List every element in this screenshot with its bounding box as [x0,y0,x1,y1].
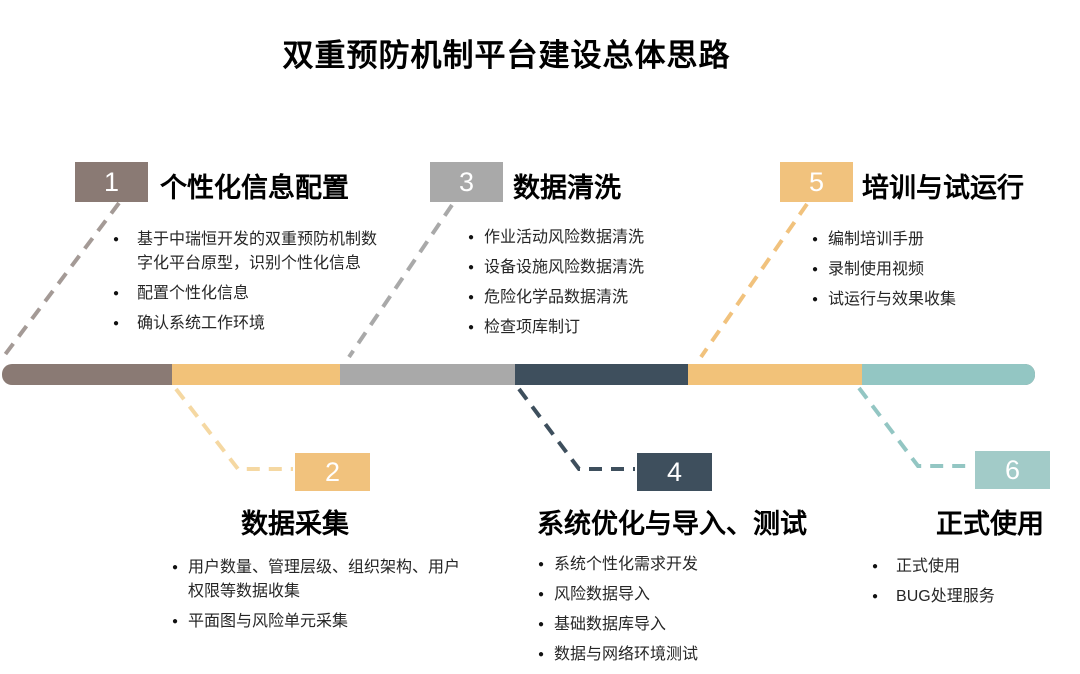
list-item: ●风险数据导入 [538,583,698,607]
list-item: ●用户数量、管理层级、组织架构、用户权限等数据收集 [172,556,470,604]
stage-6-title: 正式使用 [936,509,1044,539]
timeline-segment-6-square-cap [862,364,882,385]
bullet-icon: ● [113,288,120,299]
stage-1-title: 个性化信息配置 [160,173,349,203]
connector-stage4 [517,387,635,471]
stage-3-number: 3 [458,166,475,197]
list-item: ●编制培训手册 [812,228,956,252]
bullet-icon: ● [468,322,475,333]
list-item: ●BUG处理服务 [872,585,995,609]
list-item: ●危险化学品数据清洗 [468,286,644,310]
timeline-segment-2 [172,364,340,385]
stage-5-title: 培训与试运行 [862,173,1024,203]
list-item: ●平面图与风险单元采集 [172,610,470,634]
bullet-icon: ● [538,559,545,570]
list-item: ●系统个性化需求开发 [538,553,698,577]
bullet-icon: ● [538,649,545,660]
bullet-icon: ● [172,616,179,627]
stage-2-number: 2 [324,456,341,487]
timeline-segment-3 [340,364,515,385]
bullet-icon: ● [468,232,475,243]
bullet-icon: ● [812,294,819,305]
list-item: ●基础数据库导入 [538,613,698,637]
bullet-icon: ● [872,561,879,572]
stage-1-bullet-list: ●基于中瑞恒开发的双重预防机制数字化平台原型，识别个性化信息 ●配置个性化信息 … [113,228,392,342]
stage-6-bullet-list: ●正式使用 ●BUG处理服务 [872,555,995,615]
stage-2-number-box: 2 [295,453,370,491]
bullet-icon: ● [113,318,120,329]
stage-3-number-box: 3 [430,162,503,202]
stage-5-bullet-list: ●编制培训手册 ●录制使用视频 ●试运行与效果收集 [812,228,956,318]
bullet-icon: ● [538,589,545,600]
stage-5-number-box: 5 [780,162,853,202]
stage-3-bullet-list: ●作业活动风险数据清洗 ●设备设施风险数据清洗 ●危险化学品数据清洗 ●检查项库… [468,226,644,346]
list-item: ●设备设施风险数据清洗 [468,256,644,280]
timeline-segment-1 [2,364,1035,385]
timeline-segment-5 [688,364,862,385]
stage-6-number: 6 [1004,454,1021,485]
bullet-icon: ● [468,262,475,273]
connector-stage1 [2,201,121,358]
bullet-icon: ● [538,619,545,630]
timeline-segment-4 [515,364,688,385]
bullet-icon: ● [812,234,819,245]
bullet-icon: ● [812,264,819,275]
stage-5-number: 5 [808,166,825,197]
list-item: ●检查项库制订 [468,316,644,340]
stage-2-title: 数据采集 [241,509,349,539]
page-title: 双重预防机制平台建设总体思路 [282,38,731,73]
list-item: ●作业活动风险数据清洗 [468,226,644,250]
list-item: ●配置个性化信息 [113,282,392,306]
list-item: ●确认系统工作环境 [113,312,392,336]
list-item: ●试运行与效果收集 [812,288,956,312]
stage-1-number-box: 1 [75,162,148,202]
stage-4-bullet-list: ●系统个性化需求开发 ●风险数据导入 ●基础数据库导入 ●数据与网络环境测试 [538,553,698,673]
bullet-icon: ● [872,591,879,602]
list-item: ●基于中瑞恒开发的双重预防机制数字化平台原型，识别个性化信息 [113,228,392,276]
list-item: ●数据与网络环境测试 [538,643,698,667]
connector-stage2 [174,387,293,471]
timeline-segment-6 [862,364,1035,385]
bullet-icon: ● [113,234,120,245]
stage-6-number-box: 6 [975,451,1050,489]
connector-stage5 [699,202,809,359]
stage-1-number: 1 [103,166,120,197]
stage-3-title: 数据清洗 [513,173,621,203]
list-item: ●录制使用视频 [812,258,956,282]
stage-4-title: 系统优化与导入、测试 [537,509,807,539]
list-item: ●正式使用 [872,555,995,579]
bullet-icon: ● [172,562,179,573]
stage-4-number-box: 4 [637,453,712,491]
bullet-icon: ● [468,292,475,303]
connector-stage6 [857,386,973,468]
stage-4-number: 4 [666,456,683,487]
stage-2-bullet-list: ●用户数量、管理层级、组织架构、用户权限等数据收集 ●平面图与风险单元采集 [172,556,470,640]
